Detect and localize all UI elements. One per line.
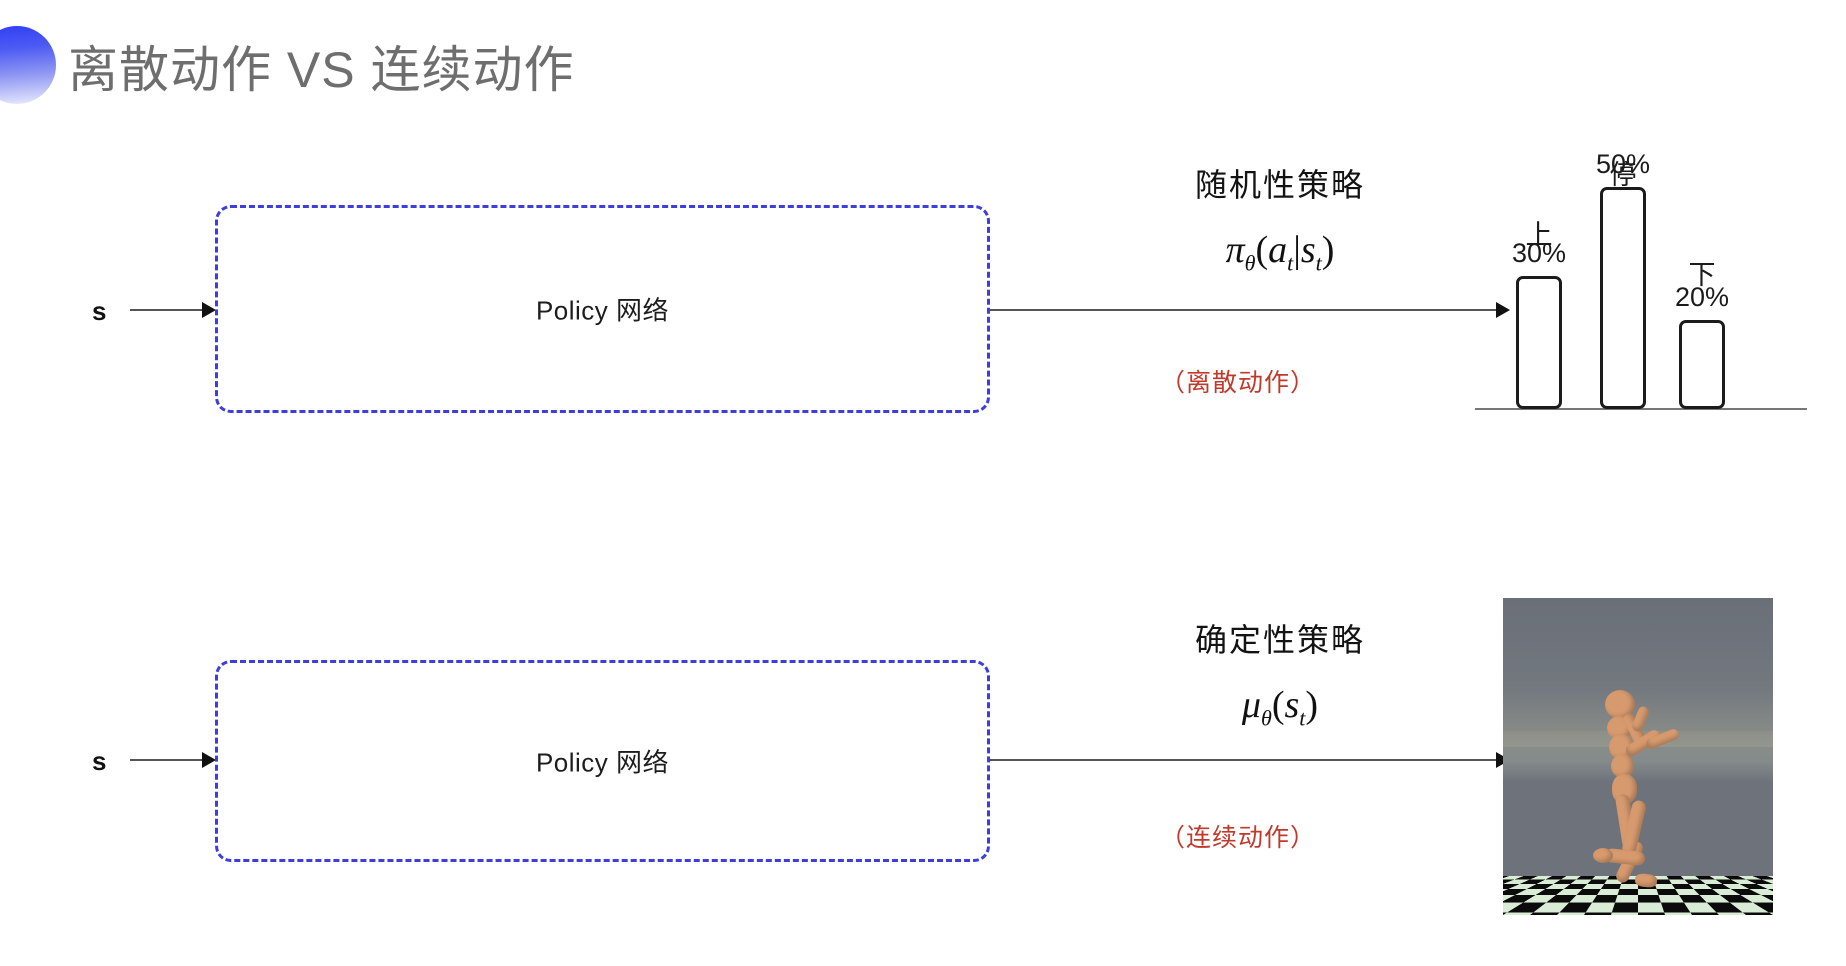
policy-network-box-bottom[interactable]: Policy 网络: [215, 660, 990, 862]
output-arrow-top: [990, 309, 1508, 311]
bar-group-0: 30% 上: [1512, 209, 1566, 409]
bar-value-1: 50%: [1595, 149, 1651, 179]
deterministic-policy-formula: μθ(st): [1241, 684, 1319, 731]
bar-value-2: 20%: [1674, 282, 1730, 312]
stochastic-policy-formula: πθ(at|st): [1225, 229, 1335, 276]
humanoid-foot-front: [1634, 872, 1658, 889]
humanoid-foot-back: [1593, 848, 1613, 863]
humanoid-simulation-image: [1503, 598, 1773, 915]
continuous-action-note: （连续动作）: [1160, 824, 1317, 852]
chart-baseline-axis: [1475, 408, 1807, 410]
stochastic-policy-caption: 随机性策略 πθ(at|st): [1140, 160, 1420, 277]
input-arrow-bottom: [130, 759, 214, 761]
action-probability-bar-chart: 30% 上 50% 停 20% 下: [1470, 100, 1810, 445]
policy-network-label-top: Policy 网络: [535, 295, 670, 326]
bar-category-0: 上: [1525, 220, 1553, 250]
bar-value-0: 30%: [1511, 238, 1567, 268]
deterministic-policy-title: 确定性策略: [1194, 622, 1365, 658]
input-arrow-top: [130, 309, 214, 311]
policy-network-label-bottom: Policy 网络: [535, 747, 670, 778]
stochastic-policy-title: 随机性策略: [1194, 167, 1365, 203]
state-input-label-top: s: [92, 296, 107, 326]
bar-group-2: 20% 下: [1675, 249, 1729, 409]
bar-rect-0: [1516, 276, 1562, 409]
page-title: 离散动作 VS 连续动作: [68, 42, 575, 98]
policy-network-box-top[interactable]: Policy 网络: [215, 205, 990, 413]
title-decoration-circle: [0, 26, 56, 104]
state-input-label-bottom: s: [92, 746, 107, 776]
bar-category-2: 下: [1688, 260, 1716, 290]
humanoid-lower-torso: [1611, 754, 1634, 778]
deterministic-policy-caption: 确定性策略 μθ(st): [1140, 615, 1420, 732]
humanoid-robot-figure: [1593, 690, 1719, 890]
discrete-action-note: （离散动作）: [1160, 369, 1317, 397]
bar-group-1: 50% 停: [1596, 149, 1650, 409]
bar-rect-2: [1679, 320, 1725, 409]
bar-rect-1: [1600, 187, 1646, 409]
bar-category-1: 停: [1609, 160, 1637, 190]
output-arrow-bottom: [990, 759, 1508, 761]
